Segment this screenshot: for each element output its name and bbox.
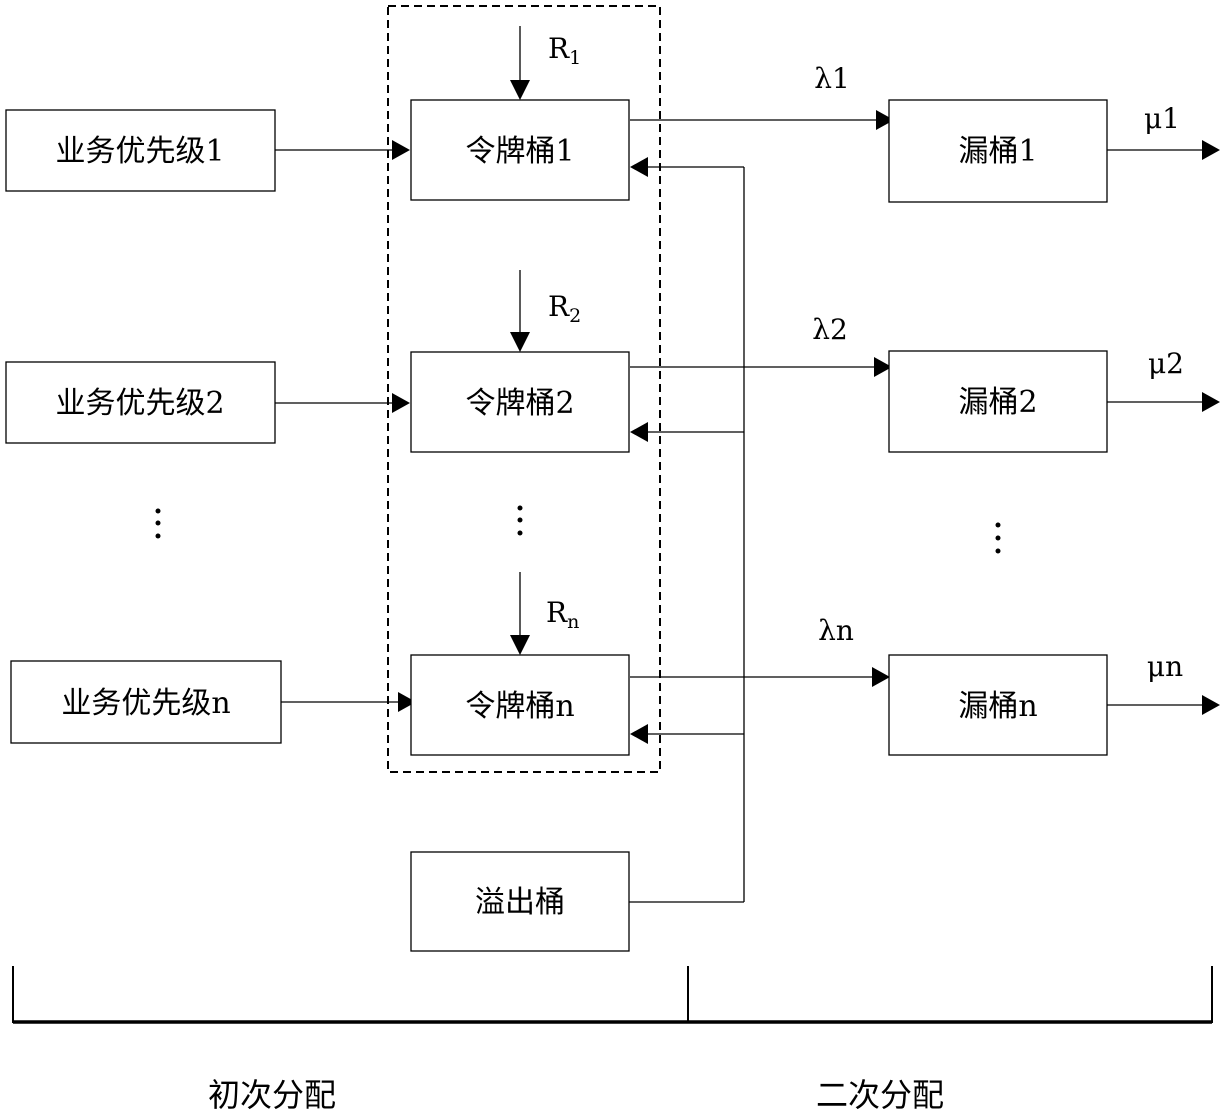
token-to-leaky-arrow-2: λ2 — [630, 313, 892, 377]
overflow-bucket: 溢出桶 — [410, 851, 630, 952]
source-box-1: 业务优先级1 — [5, 109, 276, 192]
rate-label-2: R2 — [548, 290, 581, 327]
source-label-1: 业务优先级1 — [55, 134, 224, 169]
token-bucket-label-1: 令牌桶1 — [465, 134, 574, 169]
leaky-output-arrow-2: μ2 — [1107, 347, 1220, 412]
token-to-leaky-arrow-1: λ1 — [630, 62, 894, 130]
source-to-token-arrow-n — [281, 692, 416, 712]
phase-label-initial: 初次分配 — [208, 1076, 336, 1114]
mu-label-1: μ1 — [1144, 102, 1180, 135]
token-bucket-2: 令牌桶2 — [410, 351, 630, 453]
leaky-bucket-label-n: 漏桶n — [958, 689, 1037, 724]
leaky-bucket-label-1: 漏桶1 — [958, 134, 1037, 169]
leaky-bucket-2: 漏桶2 — [888, 350, 1108, 453]
rate-arrow-n: Rn — [510, 572, 579, 655]
source-to-token-arrow-1 — [275, 140, 410, 160]
token-bucket-n: 令牌桶n — [410, 654, 630, 756]
rate-arrow-2: R2 — [510, 270, 581, 352]
token-bucket-group — [387, 5, 661, 773]
source-box-2: 业务优先级2 — [5, 361, 276, 444]
phase-label-secondary: 二次分配 — [816, 1076, 944, 1114]
leaky-ellipsis-icon — [995, 522, 1001, 554]
token-to-leaky-arrow-n: λn — [630, 614, 890, 687]
lambda-label-1: λ1 — [814, 62, 850, 95]
rate-arrow-1: R1 — [510, 26, 581, 100]
lambda-label-n: λn — [818, 614, 854, 647]
source-box-n: 业务优先级n — [10, 660, 282, 744]
leaky-bucket-label-2: 漏桶2 — [958, 385, 1037, 420]
rate-label-n: Rn — [546, 596, 579, 633]
mu-label-n: μn — [1147, 650, 1183, 683]
overflow-feedback-lines — [629, 157, 745, 903]
leaky-bucket-n: 漏桶n — [888, 654, 1108, 756]
leaky-output-arrow-n: μn — [1107, 650, 1220, 715]
overflow-bucket-label: 溢出桶 — [475, 885, 565, 920]
token-bucket-1: 令牌桶1 — [410, 99, 630, 201]
token-bucket-label-n: 令牌桶n — [465, 689, 574, 724]
source-label-2: 业务优先级2 — [55, 386, 224, 421]
source-ellipsis-icon — [155, 508, 161, 539]
leaky-bucket-1: 漏桶1 — [888, 99, 1108, 203]
source-label-n: 业务优先级n — [61, 686, 230, 721]
rate-label-1: R1 — [548, 32, 581, 69]
source-to-token-arrow-2 — [275, 393, 410, 413]
token-ellipsis-icon — [517, 505, 523, 536]
mu-label-2: μ2 — [1148, 347, 1184, 380]
leaky-output-arrow-1: μ1 — [1107, 102, 1220, 160]
token-bucket-label-2: 令牌桶2 — [465, 386, 574, 421]
lambda-label-2: λ2 — [812, 313, 848, 346]
phase-bracket — [12, 966, 1213, 1024]
